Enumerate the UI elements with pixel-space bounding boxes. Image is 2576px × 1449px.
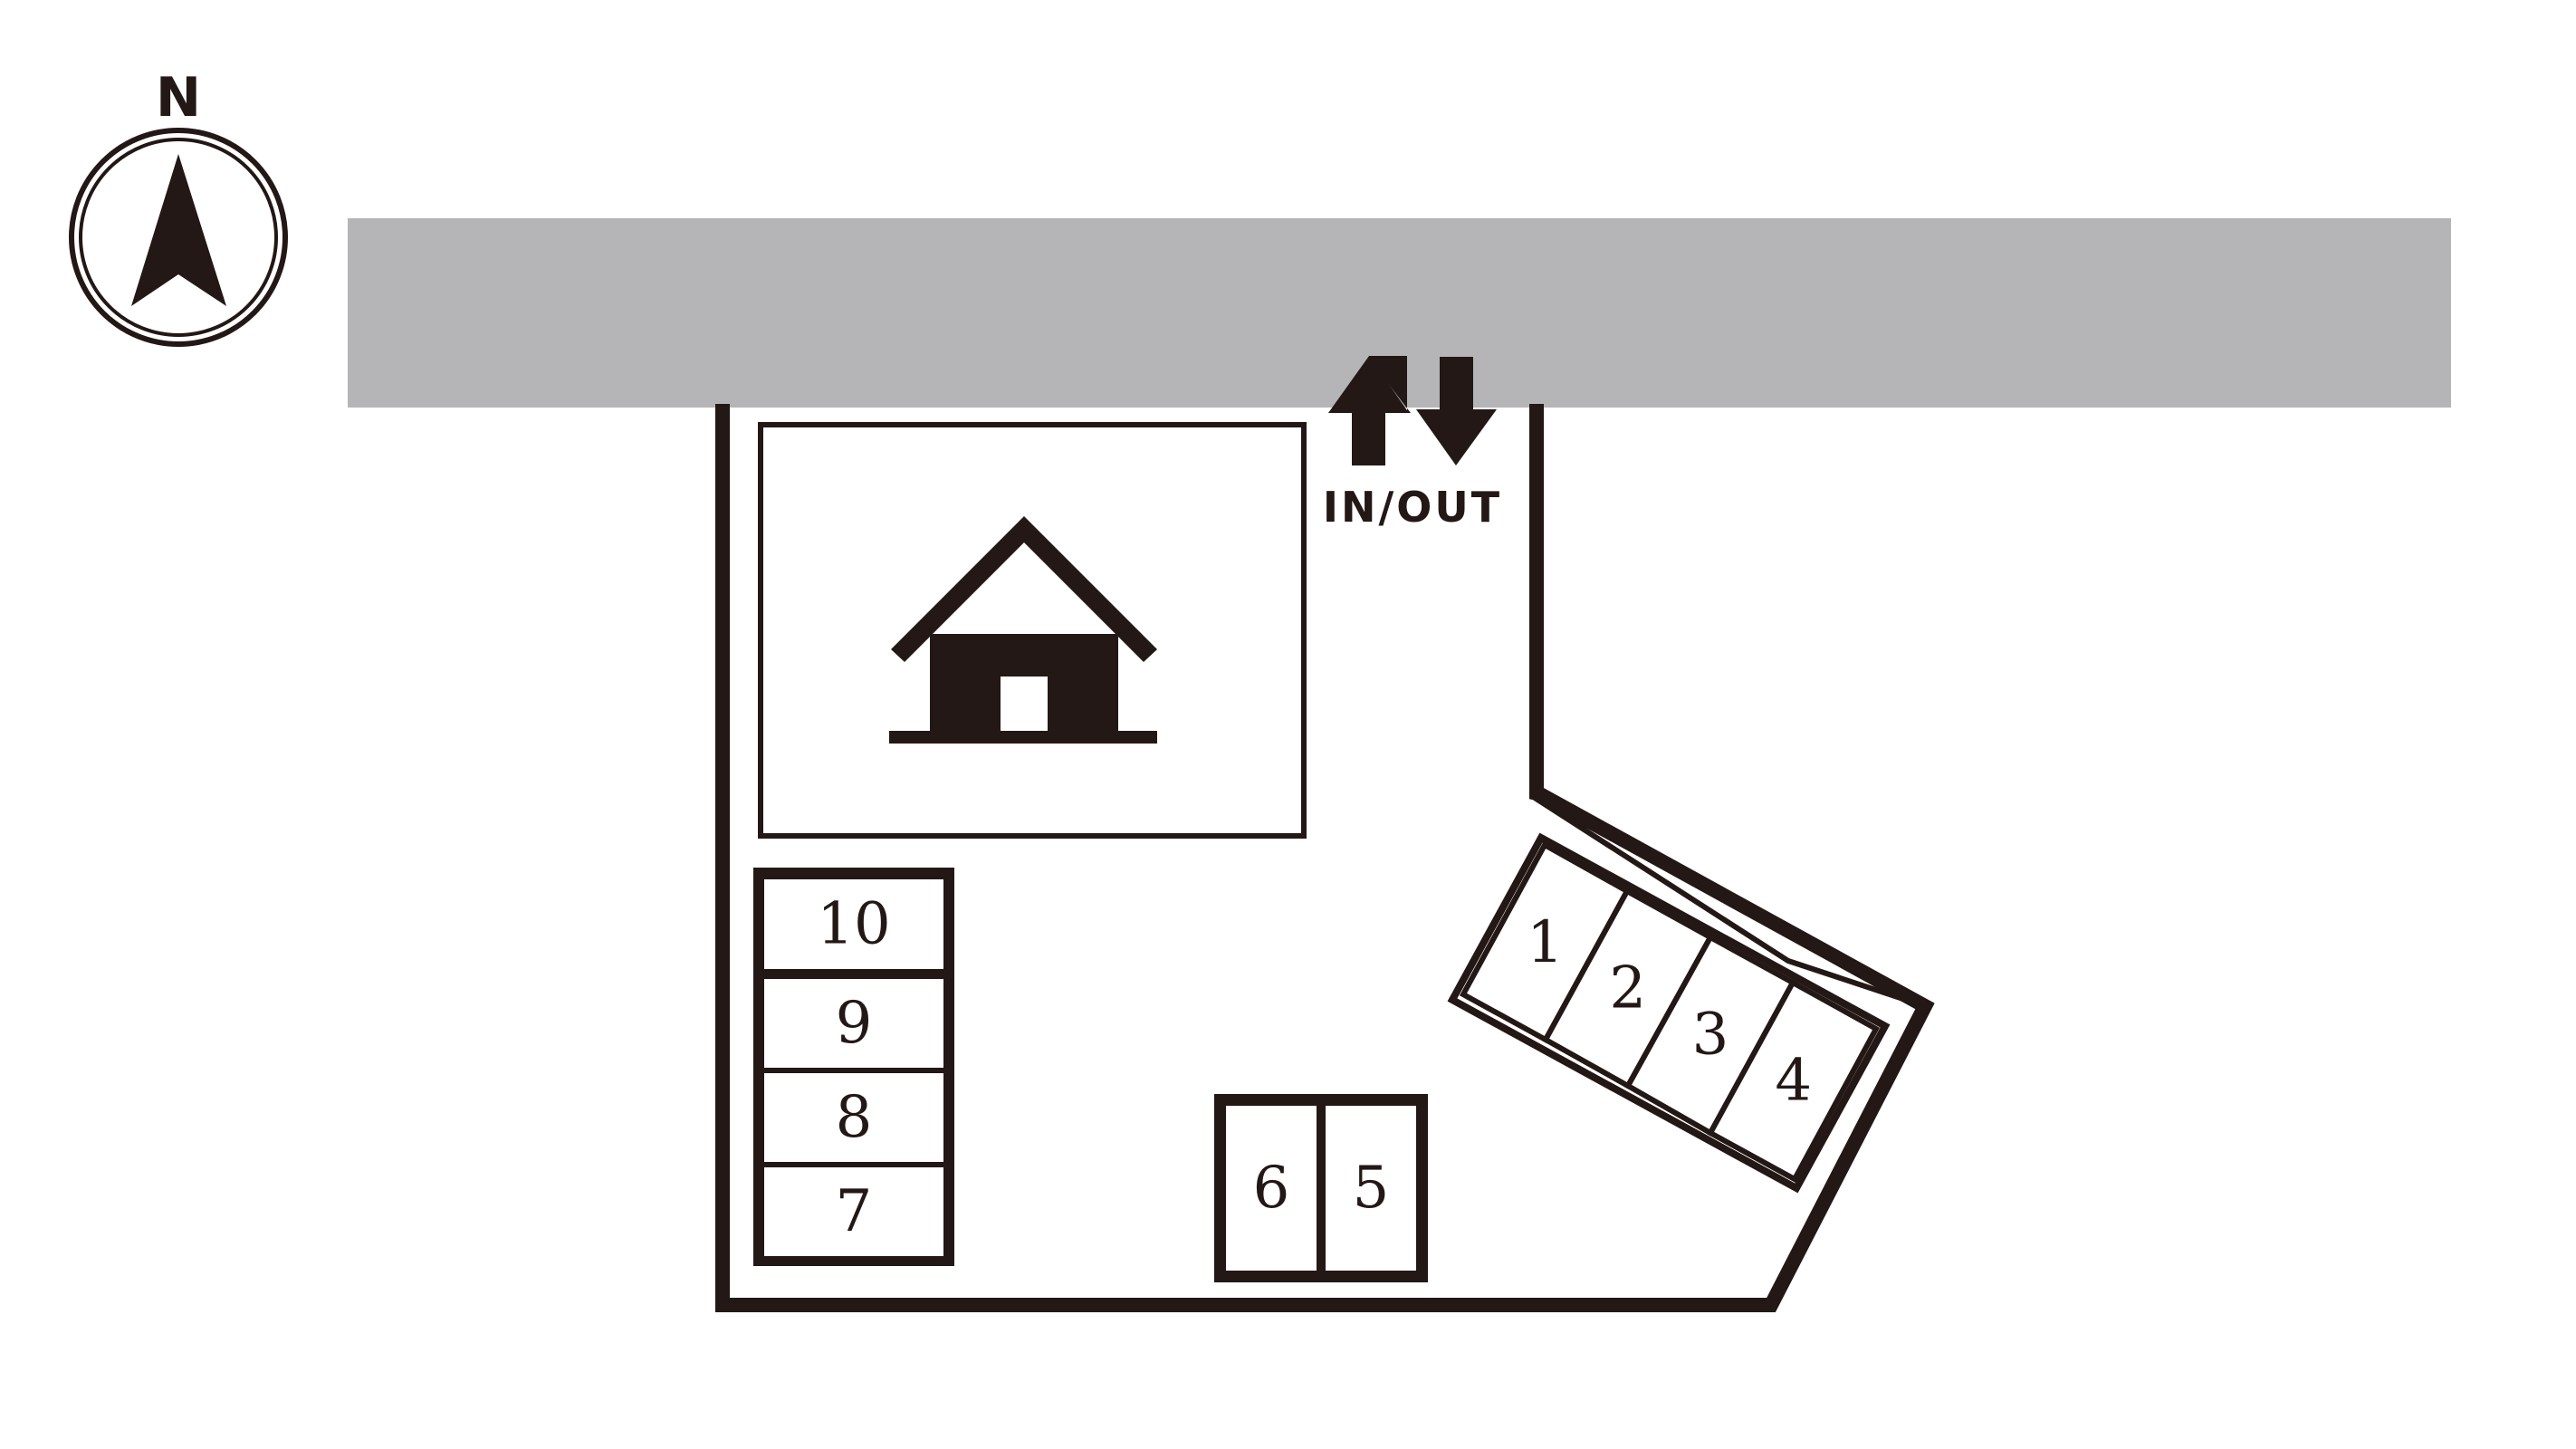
- parking-stall-number: 9: [836, 990, 873, 1057]
- entrance-label: IN/OUT: [1323, 483, 1502, 532]
- parking-stall-number: 5: [1353, 1155, 1390, 1222]
- up-arrow-icon: [1328, 356, 1409, 465]
- west-stall-group-frame: [753, 868, 954, 1266]
- parking-stall-outline: [1706, 978, 1881, 1184]
- parking-stall-number: 4: [1775, 1048, 1812, 1115]
- parking-stall-8[interactable]: 8: [759, 1068, 949, 1167]
- parking-stall-5[interactable]: 5: [1320, 1100, 1422, 1276]
- north-arrow-icon: [131, 154, 226, 306]
- building-lot: [758, 422, 1307, 839]
- house-body-top: [930, 634, 1118, 677]
- down-arrow-icon: [1416, 357, 1497, 465]
- house-ground-line: [889, 731, 1157, 744]
- compass: N: [69, 66, 288, 347]
- up-arrow-icon: [1369, 356, 1411, 413]
- parking-stall-7[interactable]: 7: [759, 1162, 949, 1262]
- south-stall-group-frame: [1214, 1094, 1428, 1282]
- parking-stall-number: 8: [836, 1084, 873, 1151]
- entrance-marker: IN/OUT: [1323, 356, 1502, 532]
- parking-stall-number: 2: [1609, 955, 1646, 1022]
- north-label: N: [156, 66, 201, 130]
- parking-stall-outline: [759, 974, 949, 1073]
- parking-stall-9[interactable]: 9: [759, 974, 949, 1073]
- house-body-left: [930, 677, 1001, 731]
- parking-stall-number: 1: [1527, 909, 1564, 976]
- compass-ring: [69, 128, 288, 347]
- parking-stall-10[interactable]: 10: [759, 874, 949, 974]
- house-body-right: [1048, 677, 1118, 731]
- parking-stall-number: 3: [1692, 1002, 1729, 1069]
- parking-stall-outline: [1221, 1100, 1322, 1276]
- compass-ring-inner: [79, 138, 278, 337]
- parking-stall-number: 6: [1253, 1155, 1290, 1222]
- house-icon: [889, 516, 1157, 744]
- parking-stall-number: 7: [836, 1178, 873, 1245]
- east-stall-group-frame: [1447, 832, 1891, 1194]
- parking-stall-4[interactable]: 4: [1706, 978, 1881, 1184]
- parking-stall-outline: [1320, 1100, 1422, 1276]
- lot-boundary-inner-wall: [1533, 795, 1926, 1009]
- house-roof: [891, 516, 1157, 662]
- parking-stall-number: 10: [817, 891, 890, 958]
- parking-stall-6[interactable]: 6: [1221, 1100, 1322, 1276]
- parking-stall-outline: [759, 874, 949, 974]
- parking-stall-outline: [759, 1068, 949, 1167]
